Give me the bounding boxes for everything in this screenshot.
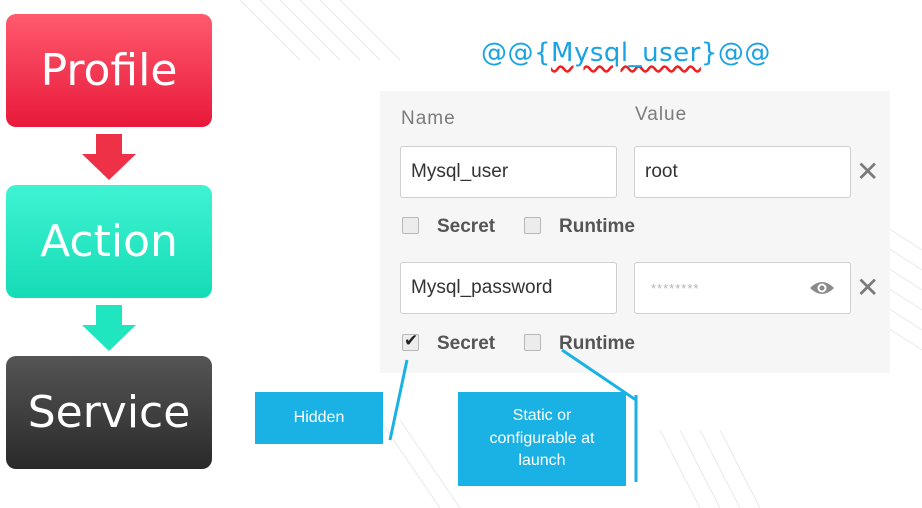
name-column-header: Name [401,108,456,129]
secret-checkbox[interactable]: ✔ [402,331,419,351]
remove-variable-icon[interactable]: ✕ [856,156,880,187]
variable-value-input[interactable]: root [634,146,851,198]
hidden-callout: Hidden [255,392,383,444]
macro-suffix: }@@ [700,38,771,68]
variables-panel: Name Value Mysql_user root ✕ Secret Runt… [380,91,890,373]
secret-value-input[interactable]: ******** [634,262,851,314]
hidden-callout-text: Hidden [293,408,345,426]
variable-name-input[interactable]: Mysql_password [400,262,617,314]
secret-checkbox-label: Secret [437,216,496,237]
macro-prefix: @@{ [481,38,552,68]
runtime-checkbox-label: Runtime [559,216,635,237]
runtime-checkbox-label: Runtime [559,333,635,354]
variable-macro-title: @@{Mysql_user}@@ [481,38,771,68]
secret-checkbox-label: Secret [437,333,496,354]
remove-variable-icon[interactable]: ✕ [856,272,880,303]
profile-label: Profile [40,45,178,96]
show-password-eye-icon[interactable] [808,279,836,297]
static-callout: Static or configurable at launch [458,392,626,486]
static-callout-text: Static or configurable at launch [489,407,595,470]
profile-box: Profile [6,14,212,127]
action-box: Action [6,185,212,298]
variable-name-input[interactable]: Mysql_user [400,146,617,198]
arrow-down-icon [82,305,136,351]
macro-variable-name: Mysql_user [551,38,701,68]
service-label: Service [27,387,191,438]
value-column-header: Value [635,104,688,125]
checkmark-icon: ✔ [404,331,419,350]
runtime-checkbox[interactable] [524,334,541,351]
masked-value: ******** [651,280,700,296]
secret-checkbox[interactable] [402,217,419,234]
service-box: Service [6,356,212,469]
action-label: Action [40,216,178,267]
runtime-checkbox[interactable] [524,217,541,234]
arrow-down-icon [82,134,136,180]
